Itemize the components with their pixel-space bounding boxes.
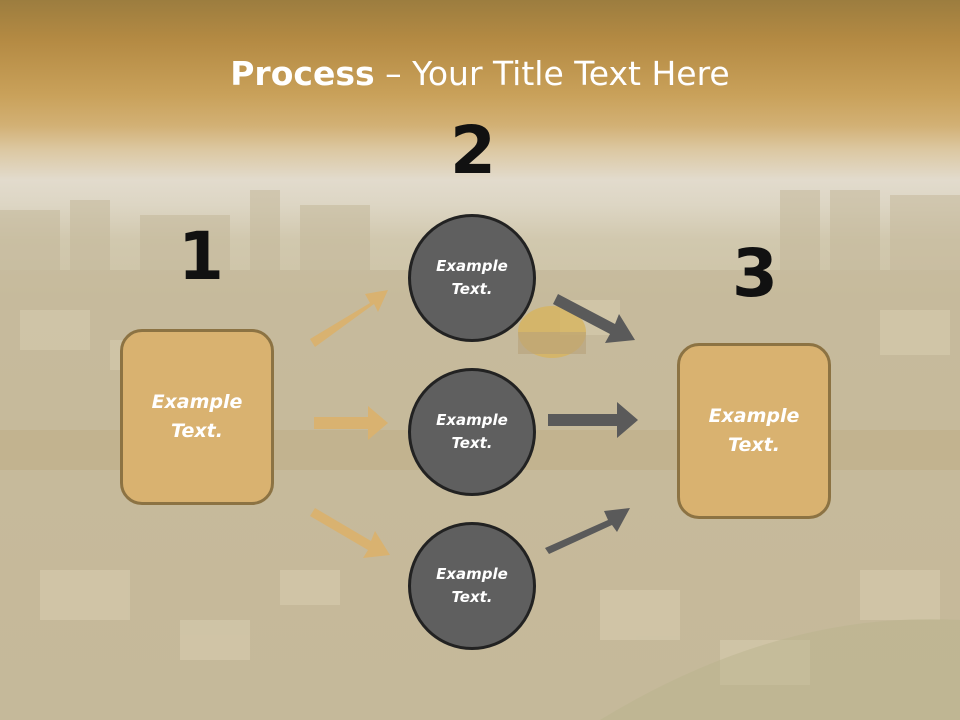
arrow-down-right-gold [310,508,390,558]
arrow-up-right-gold [310,290,388,347]
circle-middle[interactable]: Example Text. [408,368,536,496]
title-rest: – Your Title Text Here [374,54,730,93]
step-number-3: 3 [732,235,778,312]
circle-middle-text: Example Text. [436,411,508,452]
circle-top[interactable]: Example Text. [408,214,536,342]
arrow-down-right-gray [553,294,635,343]
arrow-right-gold [314,406,388,440]
step-number-1: 1 [178,218,224,295]
left-box-text: Example Text. [151,391,243,442]
title-bold: Process [230,54,375,93]
right-text-box[interactable]: Example Text. [677,343,831,519]
left-text-box[interactable]: Example Text. [120,329,274,505]
circle-bottom[interactable]: Example Text. [408,522,536,650]
arrow-up-right-gray [545,508,630,554]
step-number-2: 2 [450,112,496,189]
arrow-right-gray [548,402,638,438]
right-box-text: Example Text. [708,405,800,456]
circle-top-text: Example Text. [436,257,508,298]
slide-title: Process – Your Title Text Here [0,54,960,93]
circle-bottom-text: Example Text. [436,565,508,606]
